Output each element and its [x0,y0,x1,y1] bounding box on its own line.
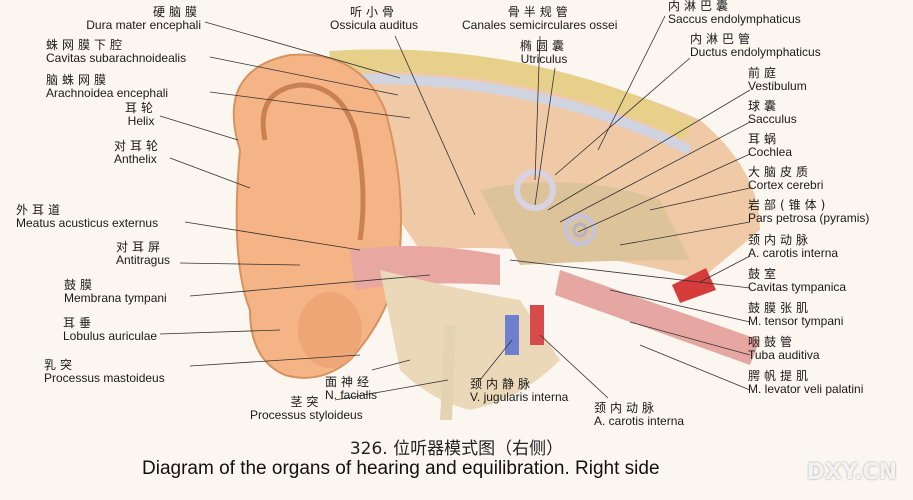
lobule [298,292,362,368]
carotis-bottom [530,305,544,345]
mastoid-bone [380,270,560,410]
figure-caption-en: Diagram of the organs of hearing and equ… [142,458,660,479]
styloid-process [440,325,456,420]
petrous-bone [480,182,690,265]
tuba-auditiva [555,270,760,365]
carotis-right [672,268,716,303]
cochlea-spiral [563,213,597,247]
watermark-logo: DXY.CN [806,460,897,485]
anthelix-ridge [260,82,366,241]
jugular-vein [505,315,519,355]
leader-lines [159,15,751,401]
label-pars-petrosa: 岩部(锥体)Pars petrosa (pyramis) [748,198,870,226]
figure-caption-zh: 326. 位听器模式图（右侧） [349,439,564,459]
arachnoid-band [329,73,693,155]
dura-mater-band [329,49,695,140]
